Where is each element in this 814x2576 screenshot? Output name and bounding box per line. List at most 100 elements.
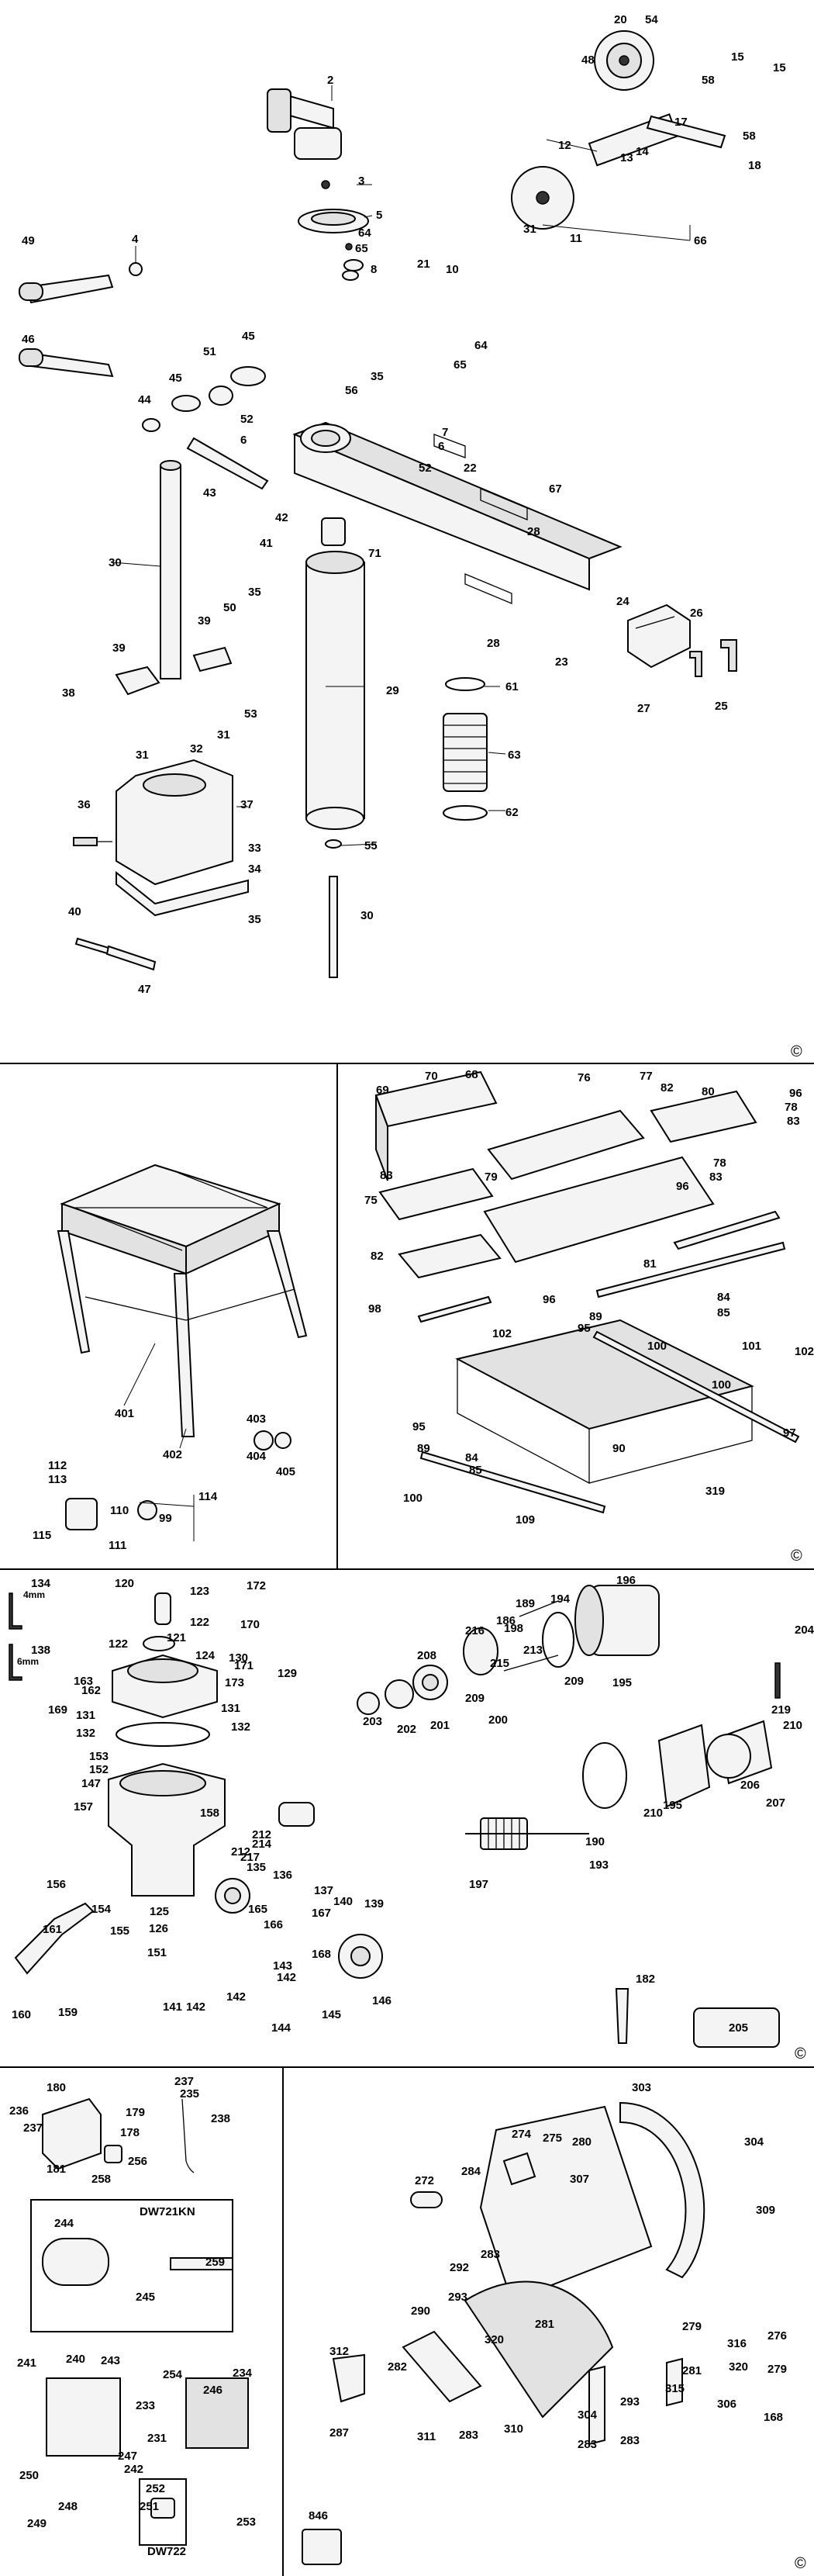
callout: 276 — [767, 2329, 787, 2343]
callout: 81 — [643, 1257, 657, 1271]
callout: 180 — [47, 2081, 66, 2094]
callout: 89 — [417, 1442, 430, 1455]
callout: 275 — [543, 2132, 562, 2145]
callout: 304 — [744, 2135, 764, 2149]
sheet-motor-yoke-drawing: 120 121 122 122 123 124 125 126 129 130 … — [9, 1574, 814, 2063]
callout: 162 — [81, 1684, 101, 1697]
callout: 215 — [490, 1657, 509, 1670]
callout: 405 — [276, 1465, 295, 1478]
callout: 181 — [47, 2163, 66, 2176]
sheet-switch-guard-drawing: DW721KN DW722 178 179 180 181 231 233 23… — [9, 2068, 806, 2576]
callout: 293 — [620, 2395, 640, 2408]
callout: 307 — [570, 2173, 589, 2186]
callout: 35 — [371, 370, 384, 383]
callout: 236 — [9, 2104, 29, 2118]
yoke-knobs-part — [215, 1802, 383, 1979]
callout: 96 — [789, 1087, 802, 1100]
callout: 2 — [327, 74, 333, 87]
arm-end-cap-part — [627, 603, 737, 677]
callout: 182 — [636, 1973, 655, 1986]
model-label-dw721kn: DW721KN — [140, 2205, 195, 2218]
callout: 31 — [217, 728, 230, 742]
callout: 78 — [713, 1157, 726, 1170]
sheet-1-leaders — [112, 85, 691, 846]
callout: 102 — [492, 1327, 512, 1340]
callout: 17 — [674, 116, 688, 129]
column-cap-part — [267, 88, 342, 160]
callout: 153 — [89, 1750, 109, 1763]
callout: 242 — [124, 2463, 143, 2476]
callout: 126 — [149, 1922, 168, 1935]
callout: 252 — [146, 2482, 165, 2495]
callout: 67 — [549, 482, 562, 496]
callout: 83 — [380, 1169, 393, 1182]
callout: 132 — [231, 1720, 250, 1734]
callout: 61 — [505, 680, 519, 693]
callout: 36 — [78, 798, 91, 811]
bellows-part — [443, 677, 488, 821]
callout: 256 — [128, 2155, 147, 2168]
clamp-blocks-part — [115, 646, 233, 696]
callout: 142 — [226, 1990, 246, 2004]
callout: 244 — [54, 2217, 74, 2230]
callout: 97 — [783, 1426, 796, 1440]
callout: 208 — [417, 1649, 436, 1662]
callout: 231 — [147, 2432, 167, 2445]
sheet-2-callouts: 68 69 70 75 76 77 78 78 79 80 81 82 82 8… — [33, 1068, 814, 1552]
column-part — [305, 517, 365, 830]
callout: 24 — [616, 595, 629, 608]
callout: 79 — [485, 1170, 498, 1184]
callout: 113 — [48, 1473, 67, 1486]
hex-keys-part — [9, 1592, 781, 1699]
callout: 100 — [712, 1378, 731, 1392]
callout: 169 — [48, 1703, 67, 1717]
callout: 52 — [240, 413, 254, 426]
callout: 203 — [363, 1715, 382, 1728]
callout: 131 — [76, 1709, 95, 1722]
callout: 290 — [411, 2305, 430, 2318]
callout: 138 — [31, 1644, 50, 1657]
callout: 178 — [120, 2126, 140, 2139]
callout: 141 — [163, 2000, 182, 2014]
callout: 209 — [465, 1692, 485, 1705]
callout: 114 — [198, 1490, 218, 1503]
callout: 23 — [555, 655, 568, 669]
callout: 167 — [312, 1907, 331, 1920]
callout: 189 — [516, 1597, 535, 1610]
callout: 320 — [485, 2333, 504, 2346]
callout: 85 — [469, 1464, 482, 1477]
callout: 319 — [705, 1485, 725, 1498]
callout: 75 — [364, 1194, 378, 1207]
callout: 274 — [512, 2128, 532, 2141]
callout: 166 — [264, 1918, 283, 1931]
sheet-divider — [0, 2066, 814, 2068]
callout: 200 — [488, 1713, 508, 1727]
callout: 281 — [535, 2318, 554, 2331]
callout: 4 — [132, 233, 139, 246]
callout: 233 — [136, 2399, 155, 2412]
callout: 71 — [368, 547, 381, 560]
callout: 146 — [372, 1994, 391, 2007]
callout: 37 — [240, 798, 254, 811]
callout: 279 — [767, 2363, 787, 2376]
callout: 186 — [496, 1614, 516, 1627]
callout: 142 — [277, 1971, 296, 1984]
callout: 4mm — [23, 1589, 45, 1600]
callout: 66 — [694, 234, 707, 247]
motor-part — [357, 1585, 773, 1808]
callout: 12 — [558, 139, 571, 152]
callout: 28 — [487, 637, 500, 650]
callout: 279 — [682, 2320, 702, 2333]
callout: 84 — [717, 1291, 730, 1304]
callout: 163 — [74, 1675, 93, 1688]
callout: 78 — [785, 1101, 798, 1114]
callout: 315 — [665, 2382, 685, 2395]
callout: 58 — [702, 74, 715, 87]
callout: 284 — [461, 2165, 481, 2178]
callout: 65 — [454, 358, 467, 372]
callout: 195 — [663, 1799, 682, 1812]
callout: 201 — [430, 1719, 450, 1732]
callout: 46 — [22, 333, 35, 346]
callout: 130 — [229, 1651, 248, 1665]
callout: 68 — [465, 1068, 478, 1081]
